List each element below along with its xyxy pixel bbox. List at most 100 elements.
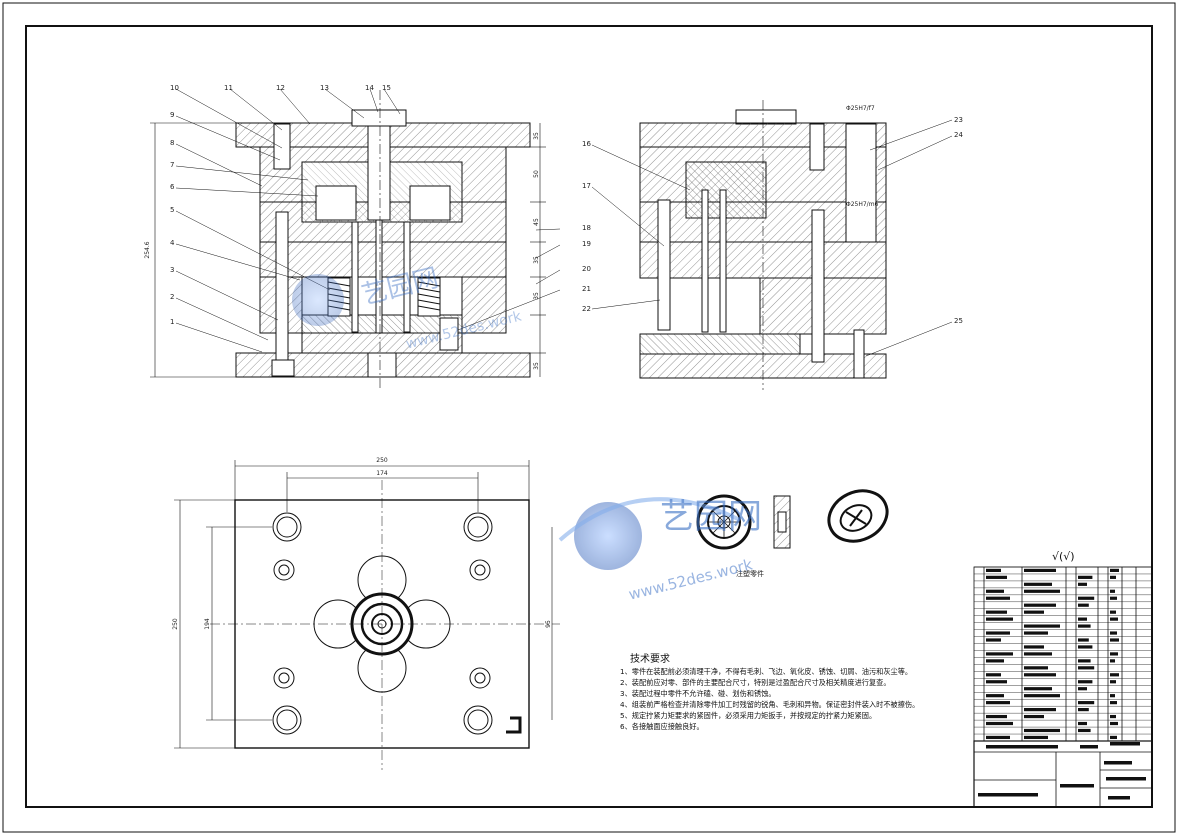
bom-cell-text — [986, 735, 1010, 740]
title-block-text — [1110, 742, 1140, 746]
plan-height-dim: 250 — [172, 618, 179, 630]
tech-req-line-1: 1、零件在装配前必须清理干净，不得有毛刺、飞边、氧化皮、锈蚀、切屑、油污和灰尘等… — [620, 667, 912, 676]
title-block-main — [973, 740, 1153, 808]
bolt-hole-4-inner — [474, 672, 486, 684]
tech-req-line-4: 4、组装前严格检查并清除零件加工时残留的锐角、毛刺和异物。保证密封件装入时不被擦… — [620, 700, 919, 709]
bom-cell-text — [1024, 589, 1060, 593]
bom-cell-text — [1110, 735, 1117, 740]
stack-dim-3: 45 — [533, 218, 540, 226]
bom-cell-text — [1078, 638, 1089, 642]
title-block-text — [1080, 745, 1098, 749]
bom-cell-text — [1110, 631, 1117, 635]
core-block — [315, 185, 357, 221]
bom-cell-text — [986, 575, 1007, 579]
bom-cell-text — [986, 610, 1007, 614]
guide-hole-bl-inner — [276, 709, 298, 731]
end-bottom-bolt — [853, 329, 865, 379]
bom-cell-text — [1078, 596, 1095, 600]
tech-req-line-6: 6、各接触面应接触良好。 — [620, 722, 704, 731]
bom-cell-text — [1024, 666, 1048, 670]
bom-cell-text — [1024, 631, 1048, 635]
part-label-21: 21 — [582, 285, 591, 293]
title-block-text — [978, 793, 1038, 797]
bom-cell-text — [1078, 666, 1095, 670]
bom-cell-text — [1078, 624, 1091, 628]
bom-cell-text — [986, 701, 1010, 705]
bom-cell-text — [1078, 728, 1091, 733]
bom-cell-text — [1078, 582, 1087, 586]
part-label-12: 12 — [276, 84, 285, 92]
bom-cell-text — [1110, 575, 1116, 579]
bom-cell-text — [986, 596, 1010, 600]
title-block-text — [986, 745, 1046, 749]
bom-cell-text — [1110, 714, 1116, 719]
stack-dim-6: 35 — [533, 362, 540, 370]
plan-pitch-height-dim: 194 — [204, 618, 211, 630]
bom-cell-text — [986, 589, 1004, 593]
bom-cell-text — [986, 631, 1010, 635]
bom-cell-text — [1110, 659, 1115, 663]
bom-cell-text — [1078, 687, 1087, 691]
bolt-bottom — [271, 359, 295, 377]
guide-pin-left — [275, 211, 289, 363]
bom-cell-text — [1110, 638, 1119, 642]
end-ejector-1 — [701, 189, 709, 333]
plan-view — [210, 480, 560, 770]
part-iso-cross — [845, 509, 867, 527]
bom-cell-text — [1078, 680, 1093, 684]
bom-cell-text — [986, 652, 1013, 656]
part-label-5: 5 — [170, 206, 174, 214]
bolt-hole-3-inner — [278, 672, 290, 684]
watermark-globe-small-icon — [292, 274, 344, 326]
bom-cell-text — [1024, 568, 1056, 572]
part-caption: 注塑零件 — [736, 569, 764, 578]
title-block-text — [1106, 777, 1146, 781]
end-view-leaders — [457, 119, 953, 357]
spacer-right — [461, 276, 507, 334]
bom-cell-text — [1024, 687, 1052, 691]
bom-cell-text — [1024, 708, 1056, 712]
part-label-10: 10 — [170, 84, 179, 92]
bom-cell-text — [1110, 701, 1117, 705]
part-label-17: 17 — [582, 182, 591, 190]
bom-cell-text — [986, 659, 1004, 663]
plan-width-dim: 250 — [376, 457, 388, 464]
part-label-19: 19 — [582, 240, 591, 248]
title-block — [973, 566, 1153, 808]
part-label-16: 16 — [582, 140, 591, 148]
overall-height-dim: 254.6 — [144, 241, 151, 258]
part-front-spokes — [708, 506, 740, 538]
bom-cell-text — [1110, 610, 1116, 614]
watermark-globe-icon — [574, 502, 642, 570]
ejector-gap — [367, 352, 397, 378]
ejector-pin-1 — [351, 221, 359, 333]
stack-dim-2: 50 — [533, 170, 540, 178]
return-pin — [657, 199, 671, 331]
bom-cell-text — [1078, 617, 1087, 621]
bom-cell-text — [1078, 708, 1089, 712]
bom-cell-text — [986, 617, 1013, 621]
part-label-14: 14 — [365, 84, 374, 92]
locating-boss — [735, 109, 797, 125]
core-block-2 — [409, 185, 451, 221]
bom-cell-text — [986, 721, 1013, 726]
stack-dim-4: 35 — [533, 256, 540, 264]
part-label-18: 18 — [582, 224, 591, 232]
title-block-text — [1026, 745, 1058, 749]
bolt-hole-1-inner — [278, 564, 290, 576]
part-label-13: 13 — [320, 84, 329, 92]
side-section-view — [235, 90, 531, 390]
bom-cell-text — [1024, 652, 1052, 656]
part-label-6: 6 — [170, 183, 175, 191]
part-label-22: 22 — [582, 305, 591, 313]
bom-cell-text — [1024, 582, 1052, 586]
bom-cell-text — [1024, 624, 1060, 628]
side-view-leaders — [175, 88, 401, 353]
plan-inner-dim: 95 — [545, 620, 552, 628]
bom-cell-text — [1110, 694, 1115, 698]
part-label-2: 2 — [170, 293, 174, 301]
ejector-pin-2 — [375, 219, 383, 334]
roughness-symbol: √(√) — [1052, 550, 1075, 563]
